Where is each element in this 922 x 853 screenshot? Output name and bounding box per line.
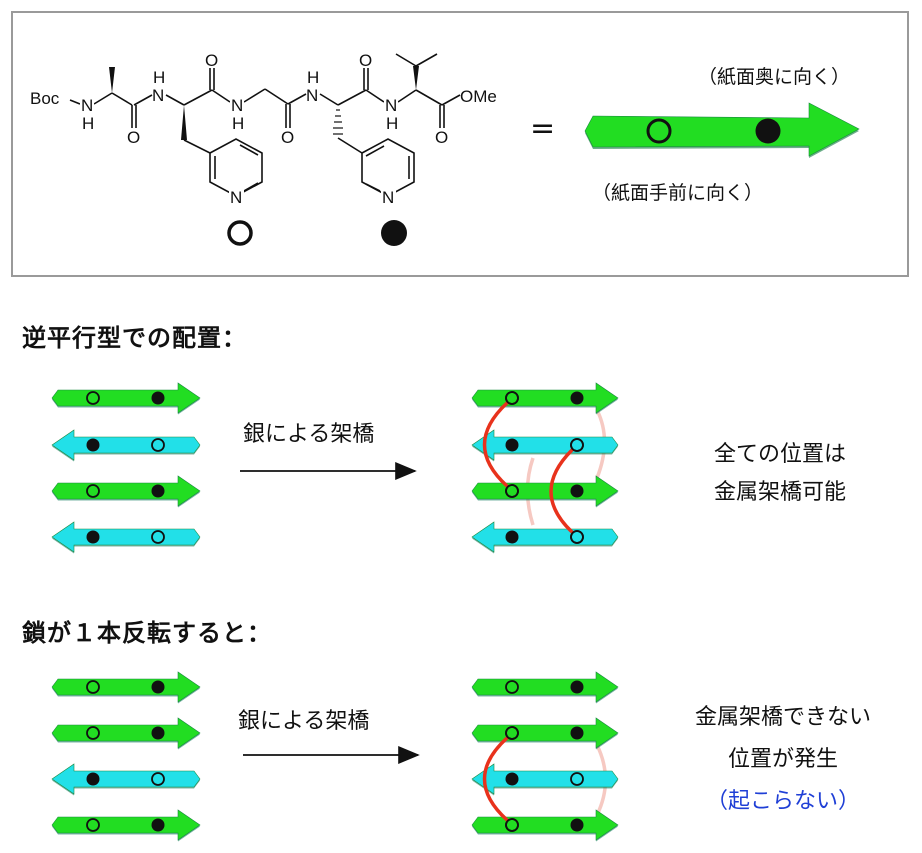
strand-arrow-right — [471, 475, 619, 508]
note-back: （紙面奥に向く） — [698, 66, 851, 88]
atom-o: O — [281, 128, 294, 147]
strand-arrow-left — [51, 429, 201, 462]
section1-result: 全ての位置は 金属架橋可能 — [660, 436, 900, 512]
section1-heading: 逆平行型での配置： — [22, 324, 247, 352]
pyridine-n: N — [382, 188, 394, 207]
open-circle-marker — [151, 438, 165, 452]
filled-circle-marker — [151, 818, 165, 832]
strand-arrow-left — [51, 763, 201, 796]
section2-result: 金属架橋できない 位置が発生 （起こらない） — [648, 697, 918, 823]
filled-circle-marker — [505, 772, 519, 786]
peptide-structure — [69, 53, 461, 197]
legend-strand-arrow — [584, 102, 860, 158]
section2-result-line2: 位置が発生 — [727, 747, 838, 772]
open-circle-marker — [505, 818, 519, 832]
strand-arrow-right — [471, 809, 619, 842]
open-circle-marker — [570, 772, 584, 786]
strand-arrow-right — [51, 475, 201, 508]
filled-circle-marker — [381, 220, 407, 246]
atom-o: O — [205, 51, 218, 70]
filled-circle-marker — [86, 772, 100, 786]
atom-n: N — [81, 96, 93, 115]
strand-arrow-right — [51, 671, 201, 704]
open-circle-marker — [646, 118, 672, 144]
silver-bridge-front — [482, 736, 509, 822]
section1-strands-after — [471, 382, 619, 554]
atom-h: H — [232, 114, 244, 133]
filled-circle-marker — [570, 726, 584, 740]
section2-result-line3: （起こらない） — [705, 789, 860, 814]
open-circle-marker — [86, 726, 100, 740]
section1-strands-before — [51, 382, 201, 554]
open-circle-marker — [505, 680, 519, 694]
section1-reaction-label: 銀による架橋 — [243, 422, 375, 447]
atom-h: H — [386, 114, 398, 133]
strand-arrow-right — [51, 809, 201, 842]
filled-circle-marker — [151, 726, 165, 740]
ester-label: OMe — [460, 87, 497, 106]
atom-o: O — [435, 128, 448, 147]
open-circle-marker — [227, 220, 253, 246]
filled-circle-marker — [755, 118, 781, 144]
open-circle-marker — [505, 726, 519, 740]
open-circle-marker — [505, 484, 519, 498]
strand-arrow-left — [471, 521, 619, 554]
open-circle-marker — [86, 391, 100, 405]
filled-circle-marker — [570, 484, 584, 498]
filled-circle-marker — [151, 391, 165, 405]
strand-arrow-right — [51, 382, 201, 415]
filled-circle-marker — [151, 680, 165, 694]
silver-bridge-front — [549, 448, 574, 534]
open-circle-marker — [86, 484, 100, 498]
atom-h: H — [153, 68, 165, 87]
section2-heading: 鎖が１本反転すると： — [22, 619, 272, 647]
atom-o: O — [127, 128, 140, 147]
strand-arrow-right — [471, 717, 619, 750]
section2-reaction-label: 銀による架橋 — [238, 709, 370, 734]
strand-arrow-left — [471, 429, 619, 462]
atom-n: N — [152, 86, 164, 105]
open-circle-marker — [86, 680, 100, 694]
filled-circle-marker — [570, 818, 584, 832]
strand-arrow-left — [471, 763, 619, 796]
legend-strand-body — [584, 102, 860, 157]
open-circle-marker — [151, 772, 165, 786]
open-circle-marker — [570, 530, 584, 544]
section2-result-line1: 金属架橋できない — [694, 705, 871, 730]
section1-result-line2: 金属架橋可能 — [713, 480, 846, 505]
atom-h: H — [307, 68, 319, 87]
section1-result-line1: 全ての位置は — [713, 442, 846, 467]
strand-arrow-right — [471, 671, 619, 704]
open-circle-marker — [86, 818, 100, 832]
atom-n: N — [385, 96, 397, 115]
filled-circle-marker — [570, 391, 584, 405]
pyridine-n: N — [230, 188, 242, 207]
section2-strands-after — [471, 671, 619, 842]
silver-bridge-front — [482, 401, 509, 488]
molecule-frame — [11, 11, 909, 277]
strand-arrow-left — [51, 521, 201, 554]
open-circle-marker — [570, 438, 584, 452]
open-circle-marker — [505, 391, 519, 405]
filled-circle-marker — [505, 438, 519, 452]
atom-n: N — [231, 96, 243, 115]
filled-circle-marker — [86, 438, 100, 452]
section2-strands-before — [51, 671, 201, 842]
strand-arrow-right — [51, 717, 201, 750]
strand-arrow-right — [471, 382, 619, 415]
equals-sign: = — [530, 111, 555, 146]
atom-h: H — [82, 114, 94, 133]
filled-circle-marker — [505, 530, 519, 544]
note-front: （紙面手前に向く） — [592, 182, 764, 204]
atom-o: O — [359, 51, 372, 70]
atom-n: N — [306, 86, 318, 105]
filled-circle-marker — [151, 484, 165, 498]
back-bridges — [525, 409, 607, 526]
filled-circle-marker — [86, 530, 100, 544]
filled-circle-marker — [570, 680, 584, 694]
boc-label: Boc — [30, 89, 60, 108]
open-circle-marker — [151, 530, 165, 544]
